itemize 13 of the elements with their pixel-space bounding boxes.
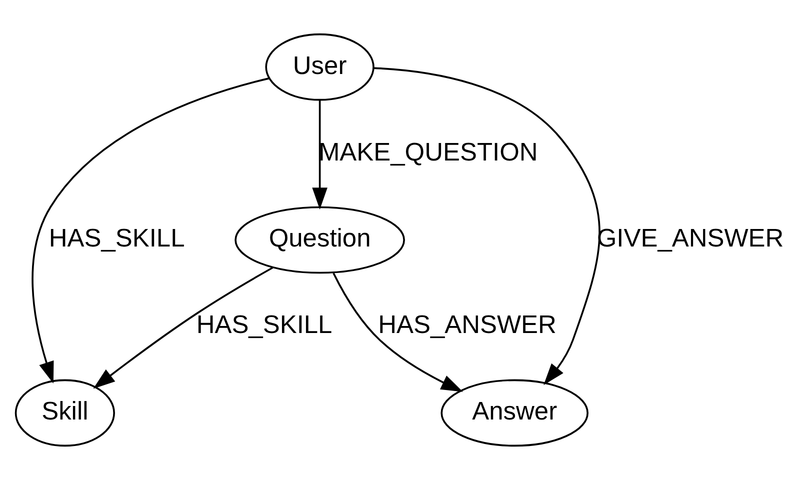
node-ellipse: User bbox=[265, 33, 374, 101]
arrow bbox=[93, 266, 274, 389]
edge-label: HAS_SKILL bbox=[196, 311, 332, 340]
arrow bbox=[373, 67, 600, 386]
node-ellipse: Skill bbox=[14, 379, 115, 447]
arrow bbox=[332, 272, 464, 392]
arrow bbox=[32, 77, 270, 384]
edge-label: HAS_SKILL bbox=[48, 224, 185, 253]
arrow bbox=[312, 100, 328, 210]
edge-label: HAS_ANSWER bbox=[378, 311, 556, 340]
node-ellipse: Question bbox=[234, 206, 405, 274]
edge-label: MAKE_QUESTION bbox=[318, 138, 538, 166]
node-ellipse: Answer bbox=[440, 379, 588, 447]
